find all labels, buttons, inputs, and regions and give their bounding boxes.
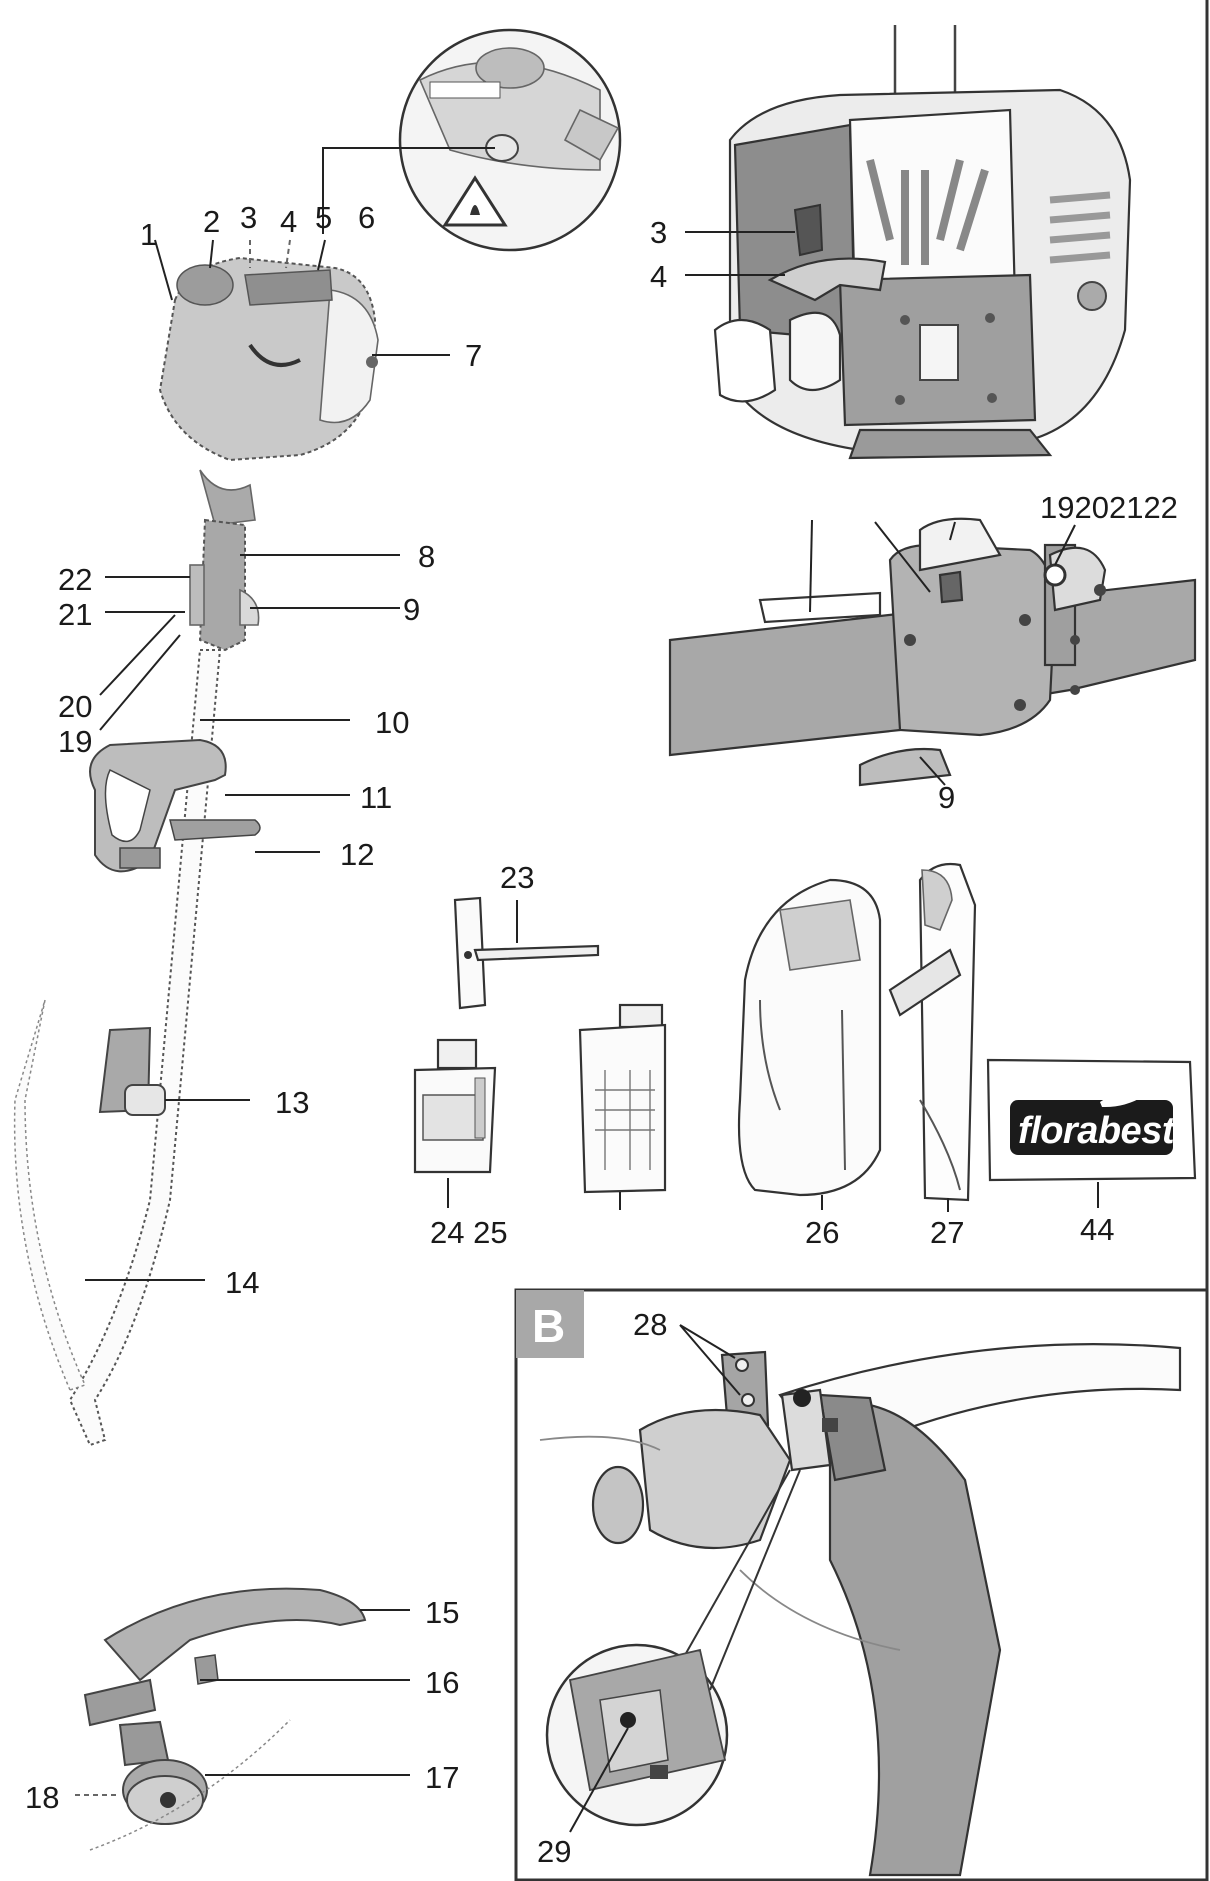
florabest-pouch: florabest 44 bbox=[986, 1058, 1197, 1247]
drive-shaft bbox=[13, 649, 222, 1447]
panel-b-label-28: 28 bbox=[633, 1307, 667, 1342]
rear-handle bbox=[189, 518, 260, 652]
label-19: 19 bbox=[58, 724, 92, 759]
trimmer-overview: 1 2 3 4 5 6 7 8 9 10 11 12 13 14 15 16 1… bbox=[13, 28, 622, 1851]
oil-bottle bbox=[413, 1038, 497, 1174]
trimmer-head bbox=[89, 1719, 291, 1851]
label-20: 20 bbox=[58, 689, 92, 724]
label-16: 16 bbox=[425, 1665, 459, 1700]
label-5: 5 bbox=[315, 200, 332, 235]
acc-label-27: 27 bbox=[930, 1215, 964, 1250]
label-4: 4 bbox=[280, 204, 297, 239]
fuel-warning-inset bbox=[398, 28, 622, 252]
carry-bag: 26 bbox=[737, 878, 882, 1250]
handle-label-19-22: 19202122 bbox=[1040, 490, 1178, 525]
flame-warning-triangle bbox=[442, 175, 508, 227]
accessories: 23 24 25 bbox=[413, 860, 1197, 1250]
label-12: 12 bbox=[340, 837, 374, 872]
engine-label-4: 4 bbox=[650, 259, 667, 294]
shoulder-harness: 27 bbox=[888, 862, 977, 1250]
panel-b-guard-mounting: B 28 29 bbox=[514, 1288, 1209, 1881]
label-3: 3 bbox=[240, 200, 257, 235]
acc-label-23: 23 bbox=[500, 860, 534, 895]
florabest-logo bbox=[1010, 1100, 1173, 1155]
label-17: 17 bbox=[425, 1760, 459, 1795]
acc-label-24-25: 24 25 bbox=[430, 1215, 508, 1250]
mixing-bottle bbox=[578, 1003, 667, 1194]
shaft-coupler bbox=[98, 1026, 166, 1116]
label-2: 2 bbox=[203, 204, 220, 239]
florabest-logo-text: florabest bbox=[1018, 1110, 1176, 1152]
label-22: 22 bbox=[58, 562, 92, 597]
label-11: 11 bbox=[360, 780, 392, 815]
engine-housing bbox=[158, 256, 379, 526]
acc-label-44: 44 bbox=[1080, 1212, 1114, 1247]
panel-b-label-29: 29 bbox=[537, 1834, 571, 1869]
cutting-guard bbox=[83, 1587, 367, 1727]
engine-label-3: 3 bbox=[650, 215, 667, 250]
spark-plug-wrench: 23 bbox=[453, 860, 600, 1010]
acc-label-26: 26 bbox=[805, 1215, 839, 1250]
label-9: 9 bbox=[403, 592, 420, 627]
loop-handle bbox=[89, 738, 261, 873]
label-7: 7 bbox=[465, 338, 482, 373]
label-14: 14 bbox=[225, 1265, 259, 1300]
label-1: 1 bbox=[140, 217, 157, 252]
handle-detail: 19202122 9 bbox=[668, 490, 1197, 815]
panel-b-tag-letter: B bbox=[532, 1300, 565, 1352]
label-6: 6 bbox=[358, 200, 375, 235]
handle-label-9: 9 bbox=[938, 780, 955, 815]
label-8: 8 bbox=[418, 539, 435, 574]
engine-detail: 3 4 bbox=[650, 25, 1132, 460]
label-10: 10 bbox=[375, 705, 409, 740]
label-18: 18 bbox=[25, 1780, 59, 1815]
label-13: 13 bbox=[275, 1085, 309, 1120]
label-15: 15 bbox=[425, 1595, 459, 1630]
label-21: 21 bbox=[58, 597, 92, 632]
panel-b-tag bbox=[516, 1290, 584, 1358]
